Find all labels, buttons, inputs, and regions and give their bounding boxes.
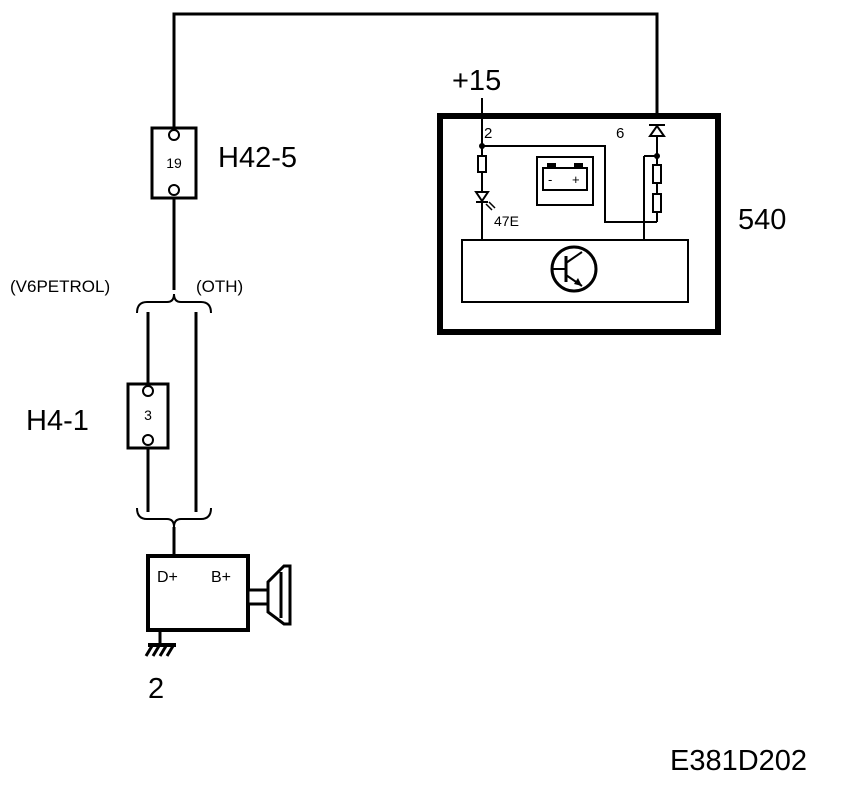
- module-pin-left: 2: [484, 125, 492, 142]
- connector-h4-1: 3: [126, 382, 170, 450]
- alternator-label: 2: [148, 673, 164, 705]
- transistor-icon: [550, 245, 598, 293]
- variant-left-label: (V6PETROL): [10, 277, 110, 296]
- figure-code: E381D202: [670, 745, 807, 777]
- alternator-terminal-b: B+: [211, 569, 231, 586]
- led-ref-label: 47E: [494, 213, 519, 229]
- module-label: 540: [738, 204, 786, 236]
- supply-label: +15: [452, 65, 501, 97]
- battery-minus: -: [548, 172, 552, 187]
- connector-h42-5-label: H42-5: [218, 142, 297, 174]
- alternator-terminal-d: D+: [157, 569, 178, 586]
- variant-brace-top: [136, 293, 212, 314]
- ground-icon: [144, 630, 176, 657]
- connector-h4-1-pin: 3: [144, 407, 152, 423]
- module-pin-right: 6: [616, 125, 624, 142]
- module-540: +15 2 6 47E - +: [437, 65, 721, 335]
- battery-icon: - +: [536, 156, 594, 206]
- alternator: D+ B+: [146, 554, 292, 632]
- battery-plus: +: [572, 172, 580, 187]
- connector-h4-1-label: H4-1: [26, 405, 89, 437]
- connector-h42-5-pin: 19: [166, 155, 182, 171]
- connector-h42-5: 19: [150, 126, 198, 200]
- top-wire: [172, 12, 659, 130]
- variant-right-label: (OTH): [196, 277, 243, 296]
